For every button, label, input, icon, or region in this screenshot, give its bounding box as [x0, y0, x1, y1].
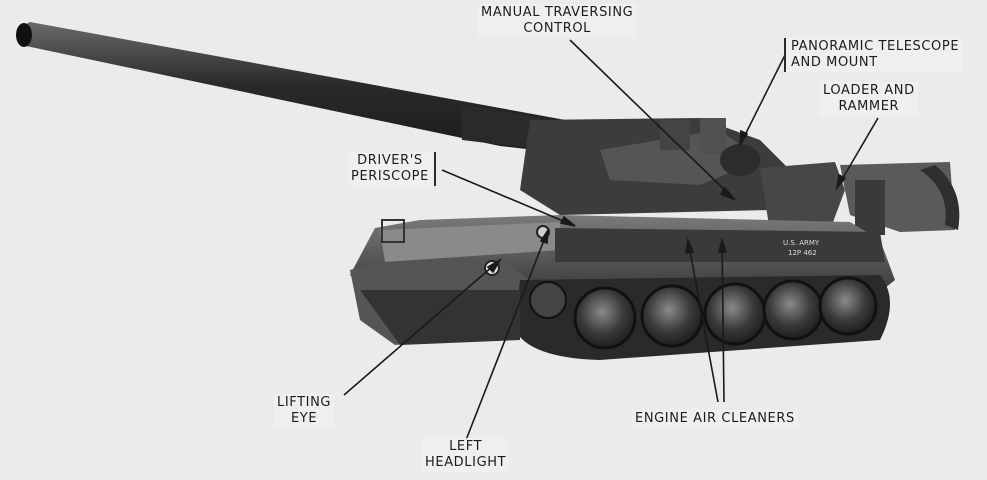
callout-line: LOADER AND	[823, 83, 915, 98]
road-wheel	[703, 282, 767, 346]
leader-lines	[343, 39, 879, 441]
callout-line: MANUAL TRAVERSING	[481, 5, 634, 20]
road-wheel	[573, 286, 637, 350]
callout-line: RAMMER	[838, 99, 900, 114]
loader-rammer-callout: LOADER AND RAMMER	[820, 82, 918, 116]
road-wheel	[762, 279, 824, 341]
callout-line: DRIVER'S	[357, 153, 423, 168]
callout-line: LEFT	[449, 439, 483, 454]
army-marking-text: U.S. ARMY	[783, 239, 820, 247]
left-headlight-callout: LEFT HEADLIGHT	[422, 438, 510, 472]
callout-line: HEADLIGHT	[425, 455, 507, 470]
loader-rammer	[760, 162, 960, 235]
gun-mount	[520, 118, 790, 215]
road-wheel	[818, 276, 878, 336]
manual-traversing-control-callout: MANUAL TRAVERSING CONTROL	[478, 4, 637, 38]
callout-line: PERISCOPE	[351, 169, 429, 184]
callout-line: ENGINE AIR CLEANERS	[635, 411, 795, 426]
callout-line: EYE	[290, 411, 318, 426]
gun-barrel	[16, 22, 622, 160]
engine-air-cleaners-callout: ENGINE AIR CLEANERS	[632, 410, 798, 428]
registration-number-text: 12P 462	[788, 249, 817, 257]
road-wheel	[640, 284, 704, 348]
callout-line: LIFTING	[277, 395, 332, 410]
lifting-eye-callout: LIFTING EYE	[274, 394, 335, 428]
callout-line: AND MOUNT	[791, 55, 878, 70]
drive-sprocket	[529, 281, 567, 319]
panoramic-telescope-callout: PANORAMIC TELESCOPE AND MOUNT	[784, 38, 963, 72]
drivers-periscope-callout: DRIVER'S PERISCOPE	[348, 152, 436, 186]
callout-line: PANORAMIC TELESCOPE	[791, 39, 960, 54]
road-wheels	[529, 276, 878, 350]
callout-line: CONTROL	[523, 21, 592, 36]
